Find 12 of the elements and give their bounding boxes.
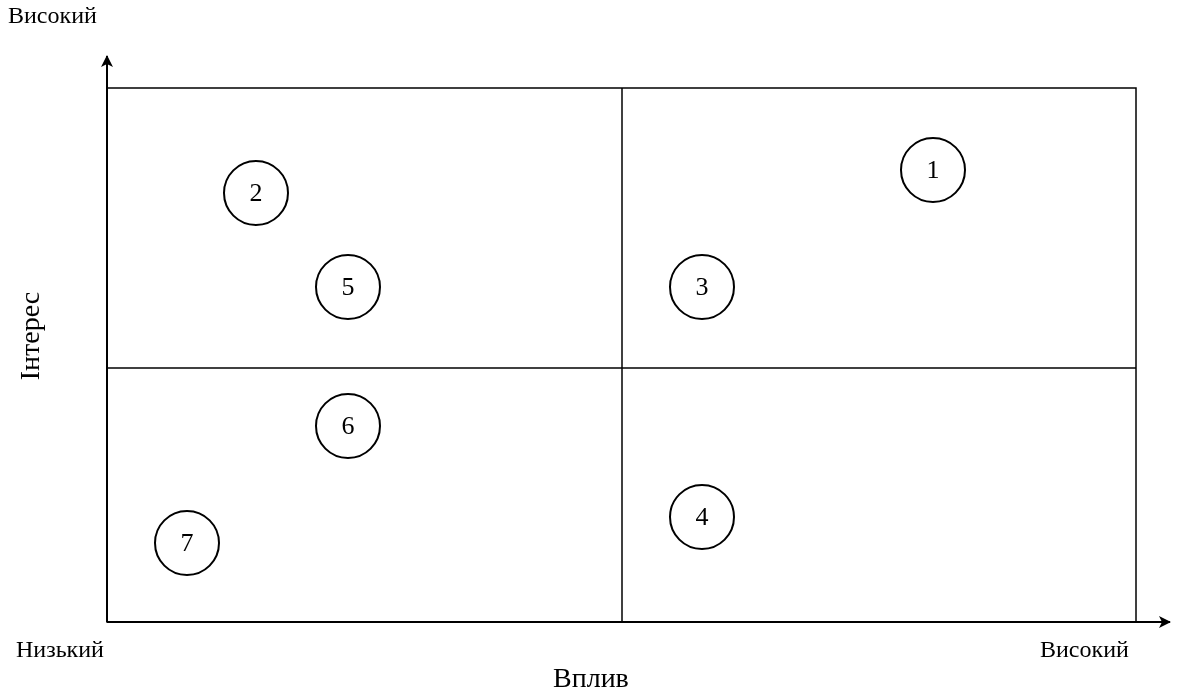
numbered-circle: 7 (154, 510, 220, 576)
numbered-circle: 3 (669, 254, 735, 320)
x-axis-title: Вплив (553, 662, 629, 694)
y-axis-title: Інтерес (14, 291, 47, 381)
numbered-circle: 2 (223, 160, 289, 226)
numbered-circle: 5 (315, 254, 381, 320)
axis-low-label: Низький (16, 636, 104, 663)
axis-high-label: Високий (8, 2, 97, 29)
axis-high-label: Високий (1040, 636, 1129, 663)
numbered-circle: 4 (669, 484, 735, 550)
numbered-circle: 6 (315, 393, 381, 459)
numbered-circle: 1 (900, 137, 966, 203)
